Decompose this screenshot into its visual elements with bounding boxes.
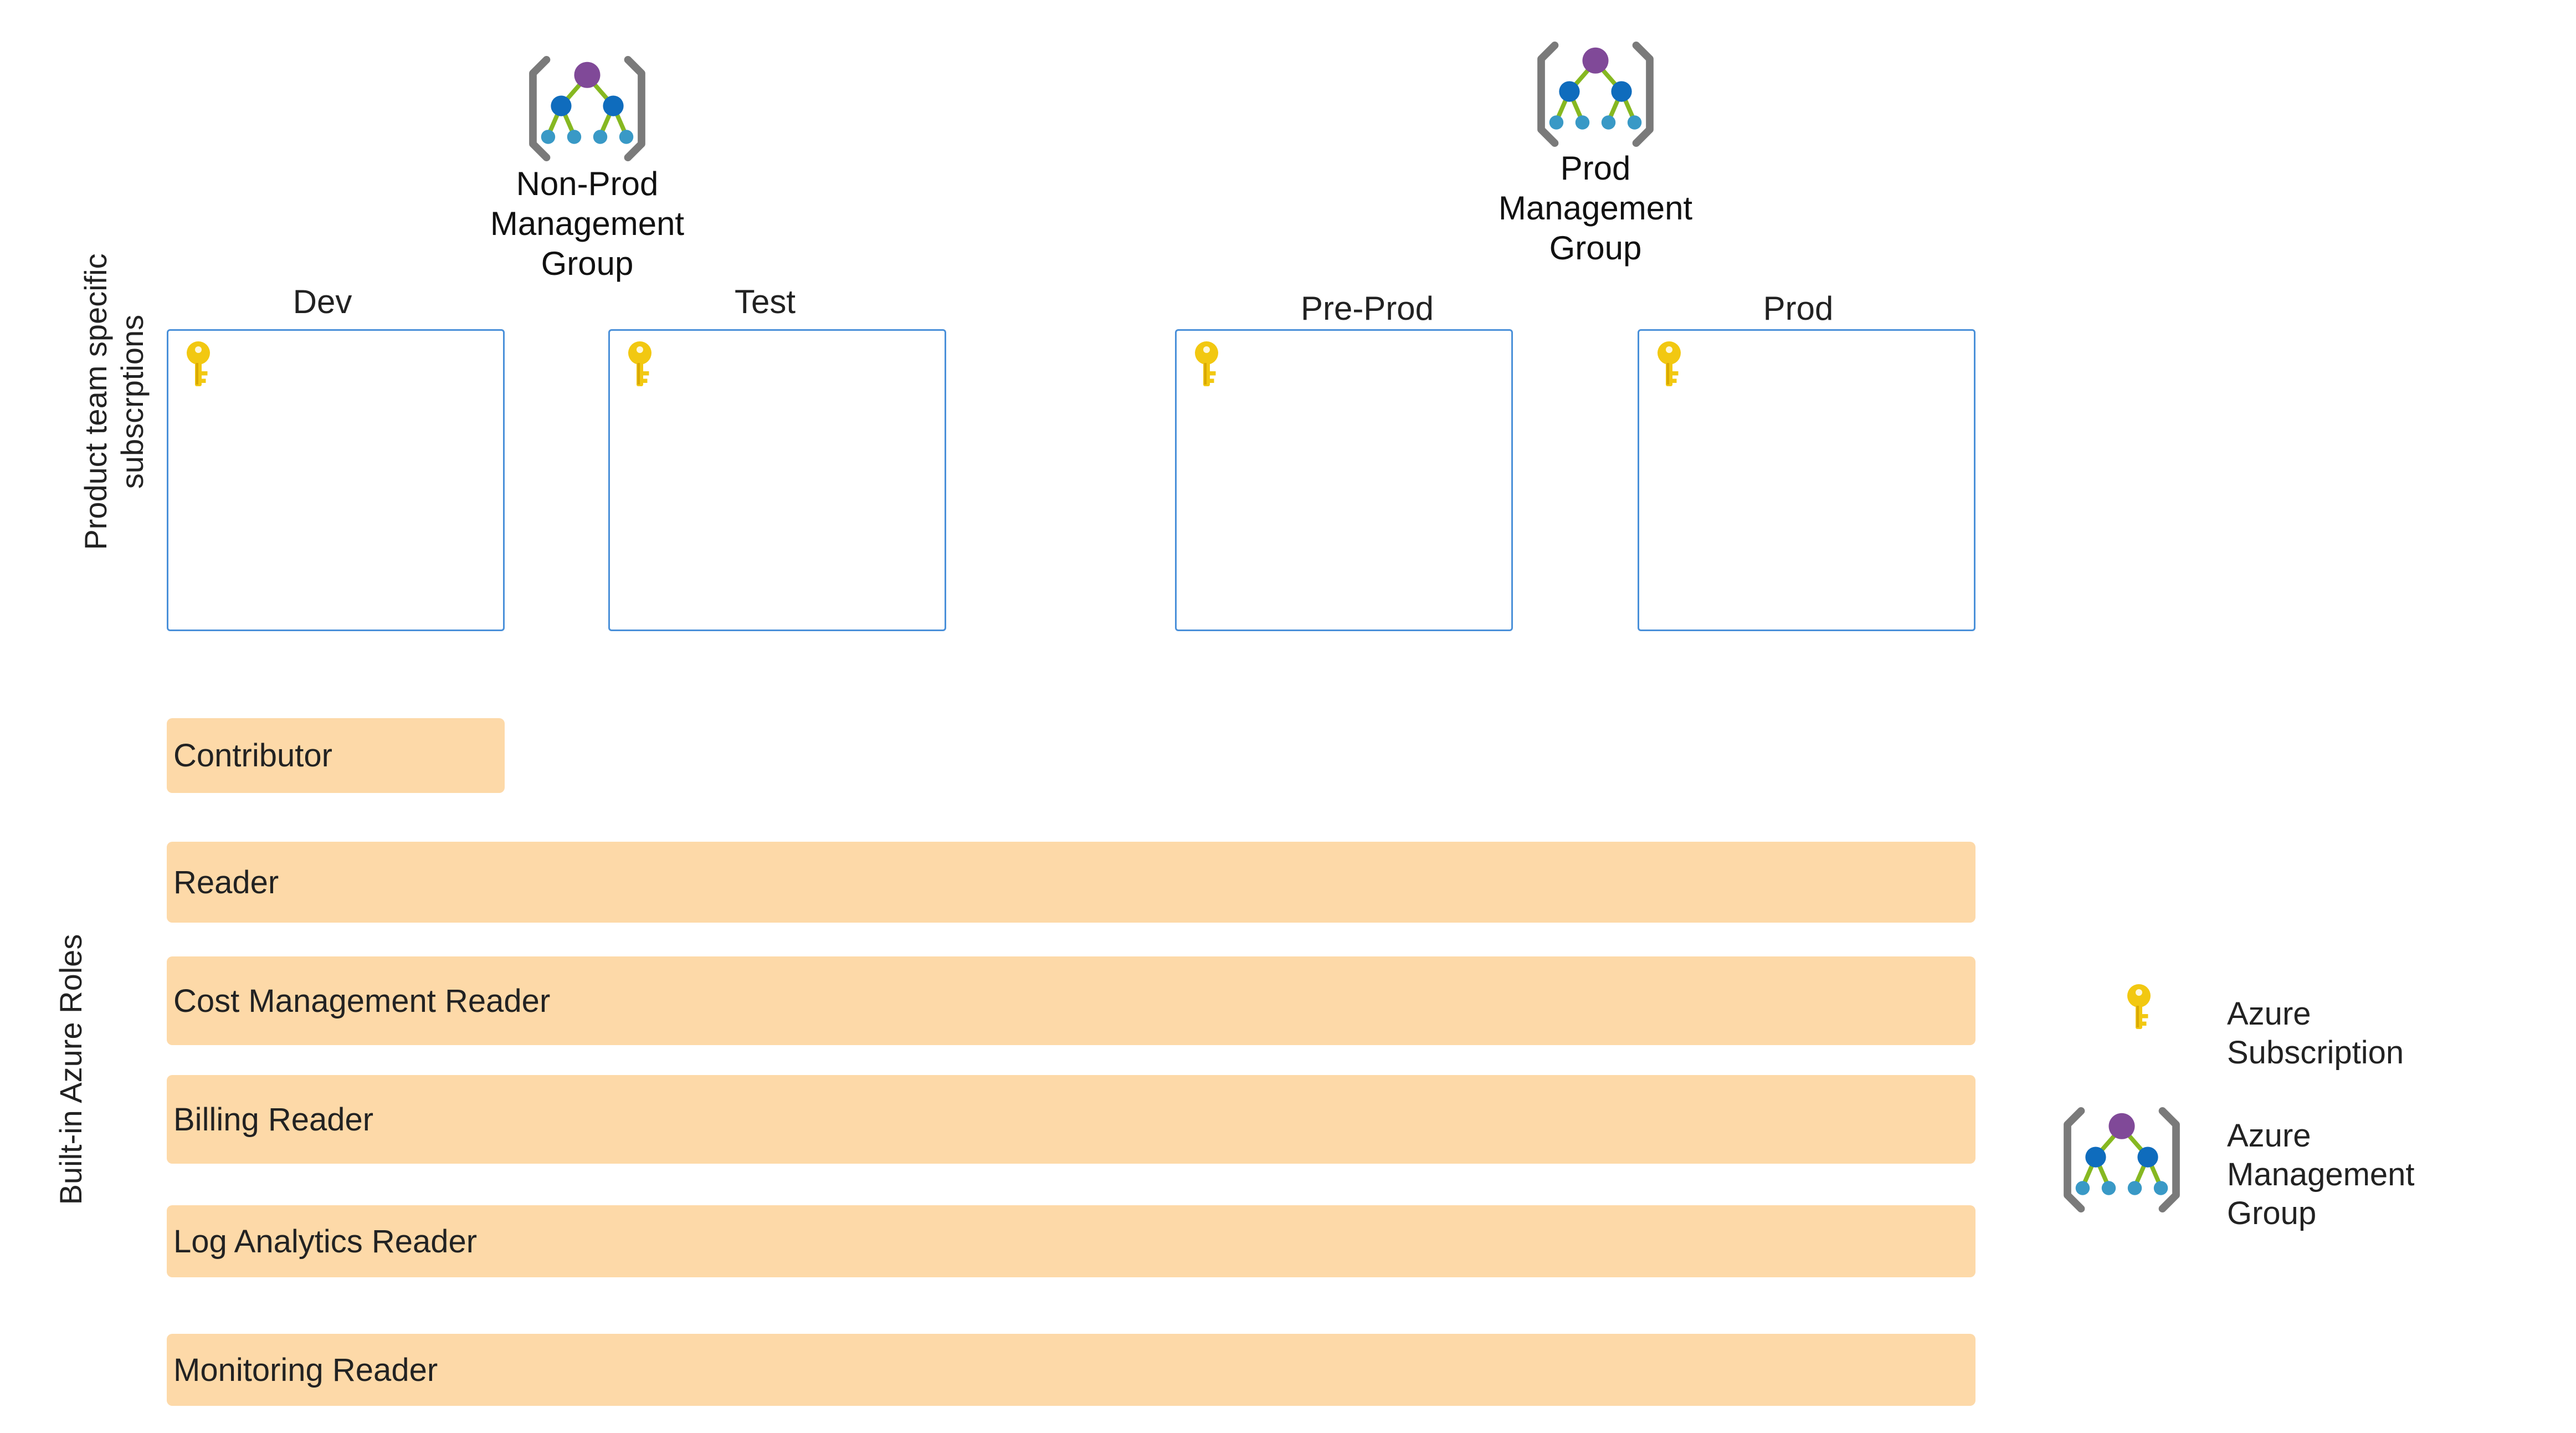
subscription-dev[interactable] xyxy=(167,329,505,631)
role-reader[interactable]: Reader xyxy=(167,842,1975,923)
subscription-prod[interactable] xyxy=(1638,329,1975,631)
role-label: Contributor xyxy=(173,738,332,774)
prod-mg-title: Prod Management Group xyxy=(1485,149,1706,268)
key-icon xyxy=(623,340,656,390)
subscription-label-test: Test xyxy=(734,283,796,320)
role-cost-management-reader[interactable]: Cost Management Reader xyxy=(167,956,1975,1045)
role-label: Monitoring Reader xyxy=(173,1352,438,1388)
legend-mg-line: Azure Management xyxy=(2227,1118,2415,1193)
subscription-label-preprod: Pre-Prod xyxy=(1300,290,1434,327)
role-monitoring-reader[interactable]: Monitoring Reader xyxy=(167,1334,1975,1406)
legend-mg-line: Group xyxy=(2227,1195,2317,1231)
prod-mg-title-line: Group xyxy=(1549,229,1642,267)
role-label: Billing Reader xyxy=(173,1101,374,1138)
subscription-preprod[interactable] xyxy=(1175,329,1513,631)
role-label: Cost Management Reader xyxy=(173,982,551,1019)
role-billing-reader[interactable]: Billing Reader xyxy=(167,1075,1975,1164)
subscription-label-dev: Dev xyxy=(293,283,352,320)
subscriptions-side-label: Product team specific subscrptions xyxy=(78,253,150,550)
prod-mg-title-line: Management xyxy=(1498,190,1693,227)
prod-mg-title-line: Prod xyxy=(1560,150,1631,187)
nonprod-mg-title-line: Non-Prod xyxy=(516,165,659,202)
role-contributor[interactable]: Contributor xyxy=(167,718,505,793)
subscription-test[interactable] xyxy=(608,329,946,631)
management-group-icon xyxy=(2055,1106,2188,1214)
nonprod-mg-title: Non-Prod Management Group xyxy=(476,164,698,284)
key-icon xyxy=(2122,981,2156,1034)
subscription-label-prod: Prod xyxy=(1763,290,1834,327)
management-group-icon xyxy=(521,54,654,163)
key-icon xyxy=(182,340,215,390)
role-log-analytics-reader[interactable]: Log Analytics Reader xyxy=(167,1205,1975,1277)
nonprod-mg-title-line: Group xyxy=(541,245,634,282)
legend-subscription-label: Azure Subscription xyxy=(2227,996,2404,1071)
management-group-icon xyxy=(1529,40,1662,149)
nonprod-mg-title-line: Management xyxy=(490,205,685,242)
roles-side-label: Built-in Azure Roles xyxy=(53,934,88,1205)
role-label: Log Analytics Reader xyxy=(173,1223,478,1260)
legend-management-group-label: Azure Management Group xyxy=(2227,1117,2415,1233)
role-label: Reader xyxy=(173,864,279,900)
key-icon xyxy=(1653,340,1686,390)
key-icon xyxy=(1190,340,1223,390)
